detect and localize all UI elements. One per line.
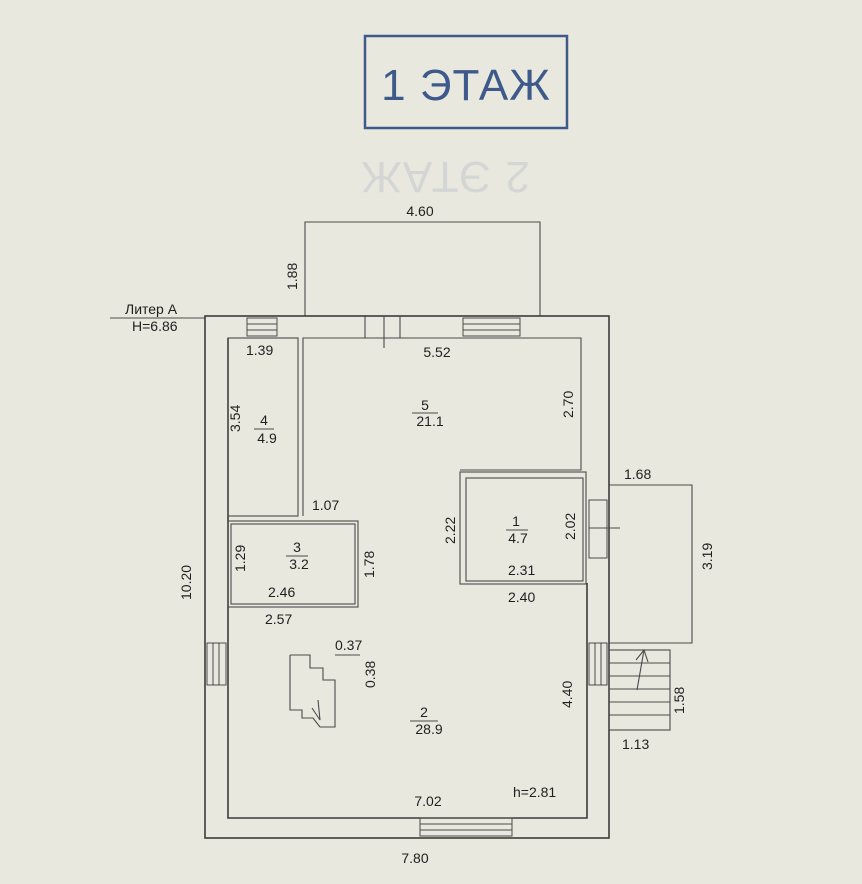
room-5-depth-label: 2.70 <box>560 391 576 418</box>
room-1-area: 4.7 <box>508 530 528 546</box>
stamp: 1 ЭТАЖ 2 ЭТАЖ <box>360 34 569 201</box>
room-1-inner-outline <box>465 477 584 582</box>
total-length-label: 10.20 <box>178 565 194 600</box>
room-5-area: 21.1 <box>416 413 443 429</box>
stamp-frame <box>363 34 569 130</box>
stamp-ghost-text: 2 ЭТАЖ <box>360 152 530 201</box>
room-3-area: 3.2 <box>289 556 309 572</box>
total-width-label: 7.80 <box>401 850 428 866</box>
corridor-width-label: 1.07 <box>312 497 339 513</box>
window-bottom <box>419 817 513 837</box>
liter-name: Литер А <box>125 301 178 317</box>
window-right <box>588 642 608 686</box>
room-2-upper-width-label: 2.57 <box>265 611 292 627</box>
windows <box>206 317 620 837</box>
top-porch-outline <box>304 221 541 316</box>
porch-top-depth-label: 1.88 <box>284 263 300 290</box>
interior-stair-arrow-icon <box>311 699 321 721</box>
room-2-area: 28.9 <box>415 721 442 737</box>
interior-stair: 0.37 0.38 <box>289 637 378 728</box>
room-4-width-label: 1.39 <box>246 342 273 358</box>
liter-label: Литер А H=6.86 <box>110 301 205 334</box>
right-stair-arrowhead-icon <box>635 648 649 663</box>
outer-wall <box>204 315 610 839</box>
room-3-outline <box>227 520 359 608</box>
top-porch: 4.60 1.88 <box>284 203 541 316</box>
window-top-left <box>246 317 278 337</box>
right-outdoor-stair: 1.58 1.13 <box>608 648 687 752</box>
room-2-depth-label: 4.40 <box>559 681 575 708</box>
room-1: 2.22 2.02 1 4.7 2.31 2.40 <box>442 471 587 605</box>
room-1-depth-label: 2.22 <box>442 517 458 544</box>
stair-width-label: 0.37 <box>335 637 362 653</box>
right-stair-length-label: 1.58 <box>671 687 687 714</box>
room-1-inner-depth-label: 2.02 <box>562 513 578 540</box>
room-3-side-label: 1.78 <box>361 551 377 578</box>
room-2-width-label: 7.02 <box>414 793 441 809</box>
inner-wall-outline <box>227 338 588 819</box>
room-2-number: 2 <box>420 704 428 720</box>
overall-dimensions: 10.20 7.80 <box>178 565 429 866</box>
right-stair-outline <box>608 649 671 731</box>
window-left <box>206 642 227 686</box>
right-porch-width-label: 1.68 <box>624 466 651 482</box>
stair-depth-label: 0.38 <box>362 661 378 688</box>
room-4-length-label: 3.54 <box>227 405 243 432</box>
room-5-number: 5 <box>421 397 429 413</box>
room-4-number: 4 <box>260 412 268 428</box>
right-porch-outline <box>609 484 693 644</box>
liter-height: H=6.86 <box>132 318 178 334</box>
room-1-number: 1 <box>512 513 520 529</box>
window-top-right <box>462 317 521 337</box>
window-right-upper <box>588 499 608 559</box>
room-3-inner-outline <box>230 523 356 605</box>
room-3-number: 3 <box>293 539 301 555</box>
room-4-outline <box>227 337 299 517</box>
room-3-depth-label: 1.29 <box>232 545 248 572</box>
room-5: 5.52 2.70 5 21.1 1.07 <box>302 337 582 516</box>
right-porch: 1.68 3.19 <box>609 466 715 644</box>
room-2: 2.57 4.40 2 28.9 h=2.81 7.02 <box>265 611 575 809</box>
room-4-area: 4.9 <box>257 430 277 446</box>
room-5-width-label: 5.52 <box>423 344 450 360</box>
room-3-width-label: 2.46 <box>268 584 295 600</box>
outer-walls <box>204 315 610 839</box>
stamp-text: 1 ЭТАЖ <box>381 61 551 110</box>
front-door <box>364 316 401 348</box>
right-porch-length-label: 3.19 <box>699 543 715 570</box>
room-4: 1.39 3.54 4 4.9 <box>227 337 299 517</box>
right-stair-arrow-icon <box>636 649 645 691</box>
room-5-outline <box>302 337 582 516</box>
room-3: 1.29 1.78 3 3.2 2.46 <box>227 520 377 608</box>
right-stair-width-label: 1.13 <box>622 736 649 752</box>
interior-stair-treads-upper <box>290 654 336 728</box>
interior-stair-treads-lower <box>289 655 321 728</box>
room-1-outer-outline <box>459 471 587 585</box>
room-1-inner-width-label: 2.31 <box>508 562 535 578</box>
ceiling-height-label: h=2.81 <box>513 784 556 800</box>
porch-top-width-label: 4.60 <box>406 203 433 219</box>
room-1-width-label: 2.40 <box>508 589 535 605</box>
